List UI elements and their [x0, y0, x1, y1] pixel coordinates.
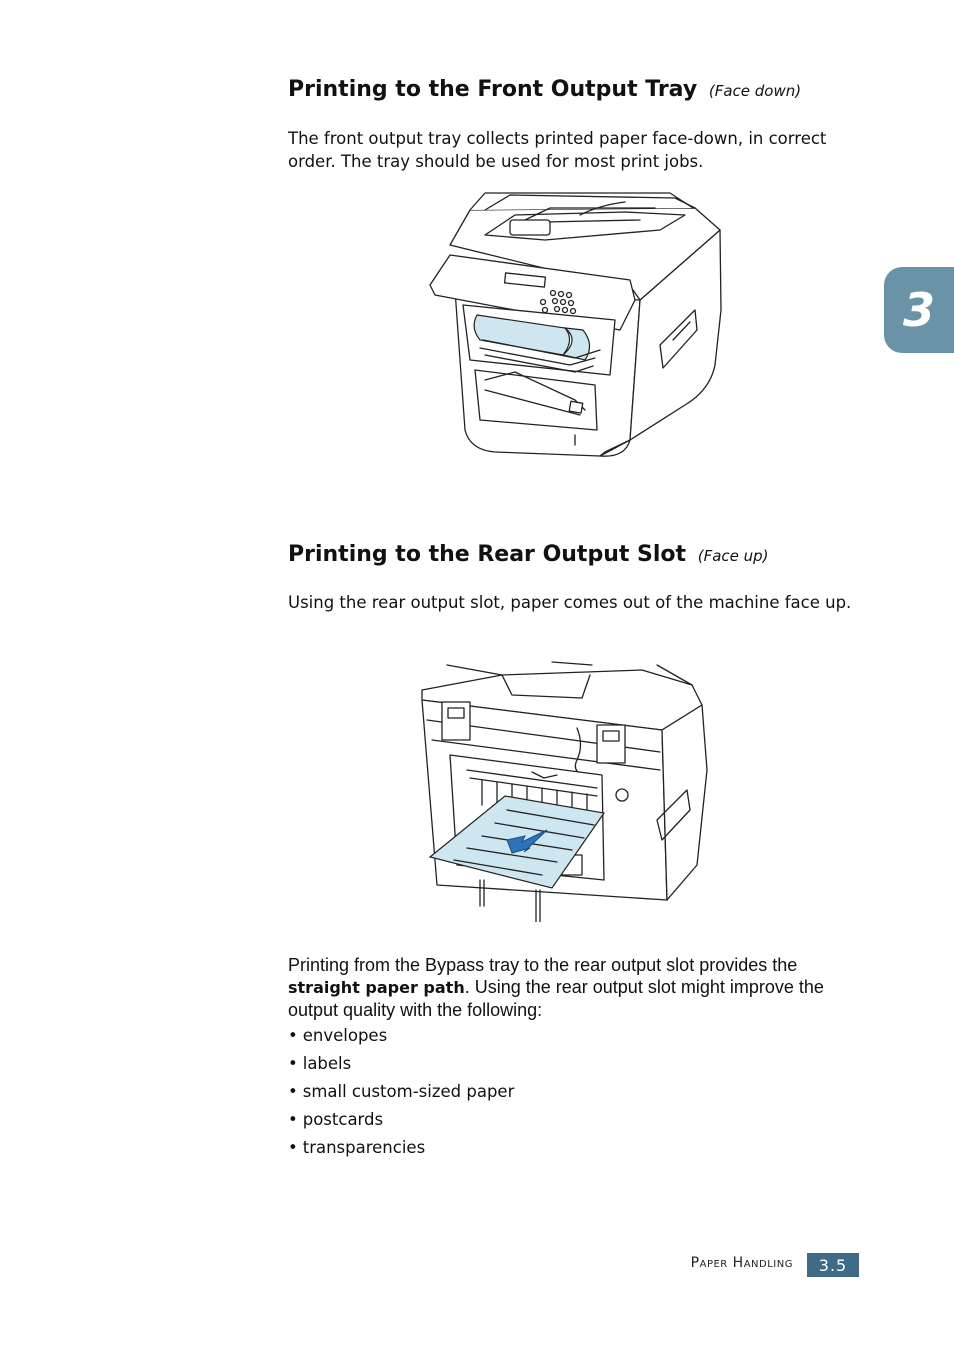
chapter-number: 3: [902, 283, 935, 337]
section-heading-front-output: Printing to the Front Output Tray (Face …: [288, 77, 801, 102]
page-number: 3.5: [807, 1253, 859, 1277]
bypass-paragraph: Printing from the Bypass tray to the rea…: [288, 954, 858, 1021]
section-heading-rear-output: Printing to the Rear Output Slot (Face u…: [288, 542, 769, 567]
bypass-text-before: Printing from the Bypass tray to the rea…: [288, 955, 798, 975]
heading-text: Printing to the Rear Output Slot: [288, 542, 687, 567]
heading-text: Printing to the Front Output Tray: [288, 77, 698, 102]
heading-note: (Face down): [708, 82, 802, 100]
bypass-bold-term: straight paper path: [288, 978, 465, 997]
list-item: envelopes: [288, 1025, 514, 1053]
front-output-printer-illustration: [429, 192, 722, 457]
front-output-paragraph: The front output tray collects printed p…: [288, 129, 827, 171]
media-list: envelopes labels small custom-sized pape…: [288, 1025, 515, 1165]
list-item: small custom-sized paper: [288, 1081, 515, 1109]
list-item: labels: [288, 1053, 514, 1081]
list-item: postcards: [288, 1109, 514, 1137]
list-item: transparencies: [288, 1137, 514, 1165]
heading-note: (Face up): [697, 547, 769, 565]
rear-output-paragraph: Using the rear output slot, paper comes …: [288, 593, 852, 612]
footer-section-name: Paper Handling: [690, 1255, 793, 1271]
chapter-tab: 3: [884, 267, 954, 353]
bypass-text-after: . Using the rear output slot might impro…: [288, 977, 824, 1020]
page-number-text: 3.5: [818, 1255, 848, 1275]
output-arrow-icon: [506, 829, 548, 854]
rear-output-printer-illustration: [421, 661, 708, 922]
